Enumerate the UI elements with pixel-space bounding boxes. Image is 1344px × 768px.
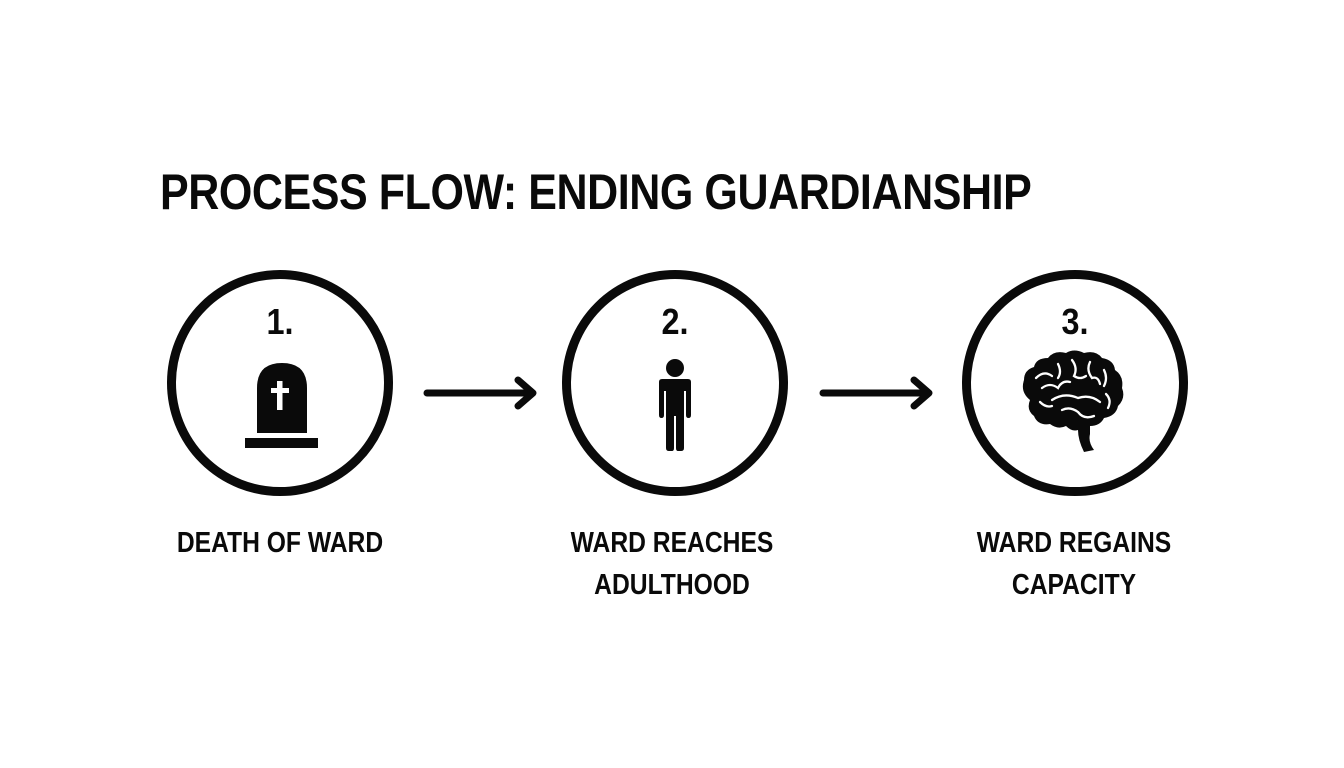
label-line: CAPACITY: [1011, 569, 1137, 601]
step-circle: [167, 270, 393, 496]
step-1: 1.: [167, 270, 393, 496]
step-2: 2.: [562, 270, 788, 496]
step-3-label: WARD REGAINS CAPACITY: [947, 522, 1202, 606]
label-line: WARD REGAINS: [976, 527, 1172, 559]
label-line: ADULTHOOD: [594, 569, 750, 601]
step-1-label: DEATH OF WARD: [153, 522, 408, 564]
arrow-right-icon: [819, 376, 933, 410]
label-line: DEATH OF WARD: [176, 527, 384, 559]
person-icon: [659, 359, 691, 451]
step-number: 3.: [1061, 301, 1089, 342]
step-2-label: WARD REACHES ADULTHOOD: [545, 522, 800, 606]
step-number: 2.: [661, 301, 689, 342]
tombstone-icon: [245, 363, 318, 448]
brain-icon: [1022, 350, 1124, 452]
step-number: 1.: [266, 301, 294, 342]
arrow-right-icon: [423, 376, 537, 410]
label-line: WARD REACHES: [570, 527, 774, 559]
page-title: PROCESS FLOW: ENDING GUARDIANSHIP: [160, 163, 1032, 220]
step-3: 3.: [962, 270, 1188, 496]
